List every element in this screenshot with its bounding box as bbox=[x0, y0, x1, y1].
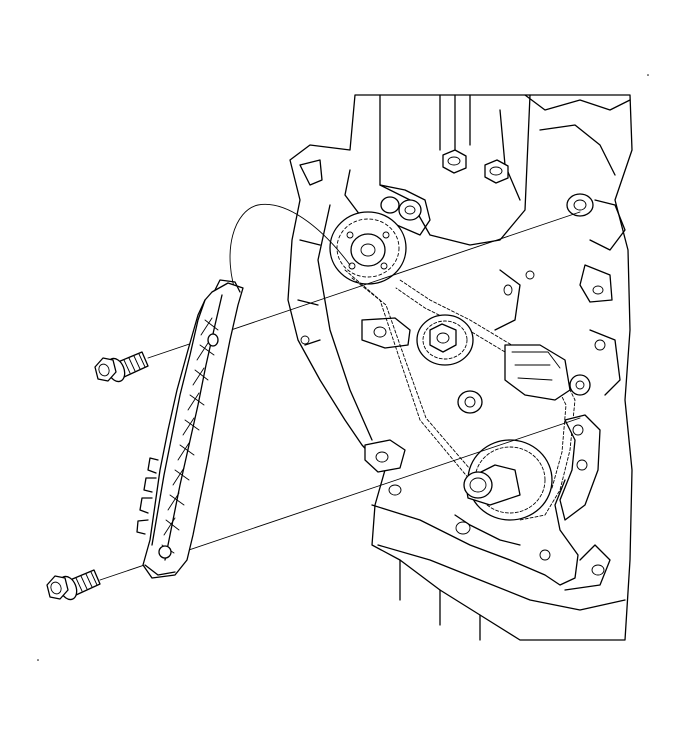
crankshaft-sprocket bbox=[463, 439, 553, 521]
head-bolt-icon bbox=[442, 149, 467, 174]
intermediate-sprocket bbox=[416, 314, 483, 414]
head-bolt-icon bbox=[484, 159, 509, 184]
stray-mark bbox=[37, 659, 39, 661]
engine-block bbox=[287, 94, 633, 641]
timing-chain bbox=[344, 269, 576, 521]
timing-chain-guide bbox=[136, 279, 244, 579]
leader-curve bbox=[229, 203, 351, 301]
lower-guide-bolt bbox=[46, 569, 101, 601]
stray-mark bbox=[647, 74, 649, 76]
right-chain-guide bbox=[559, 414, 601, 521]
chain-tensioner bbox=[504, 344, 591, 401]
upper-guide-bolt bbox=[94, 351, 149, 383]
camshaft-sprocket bbox=[329, 211, 407, 285]
